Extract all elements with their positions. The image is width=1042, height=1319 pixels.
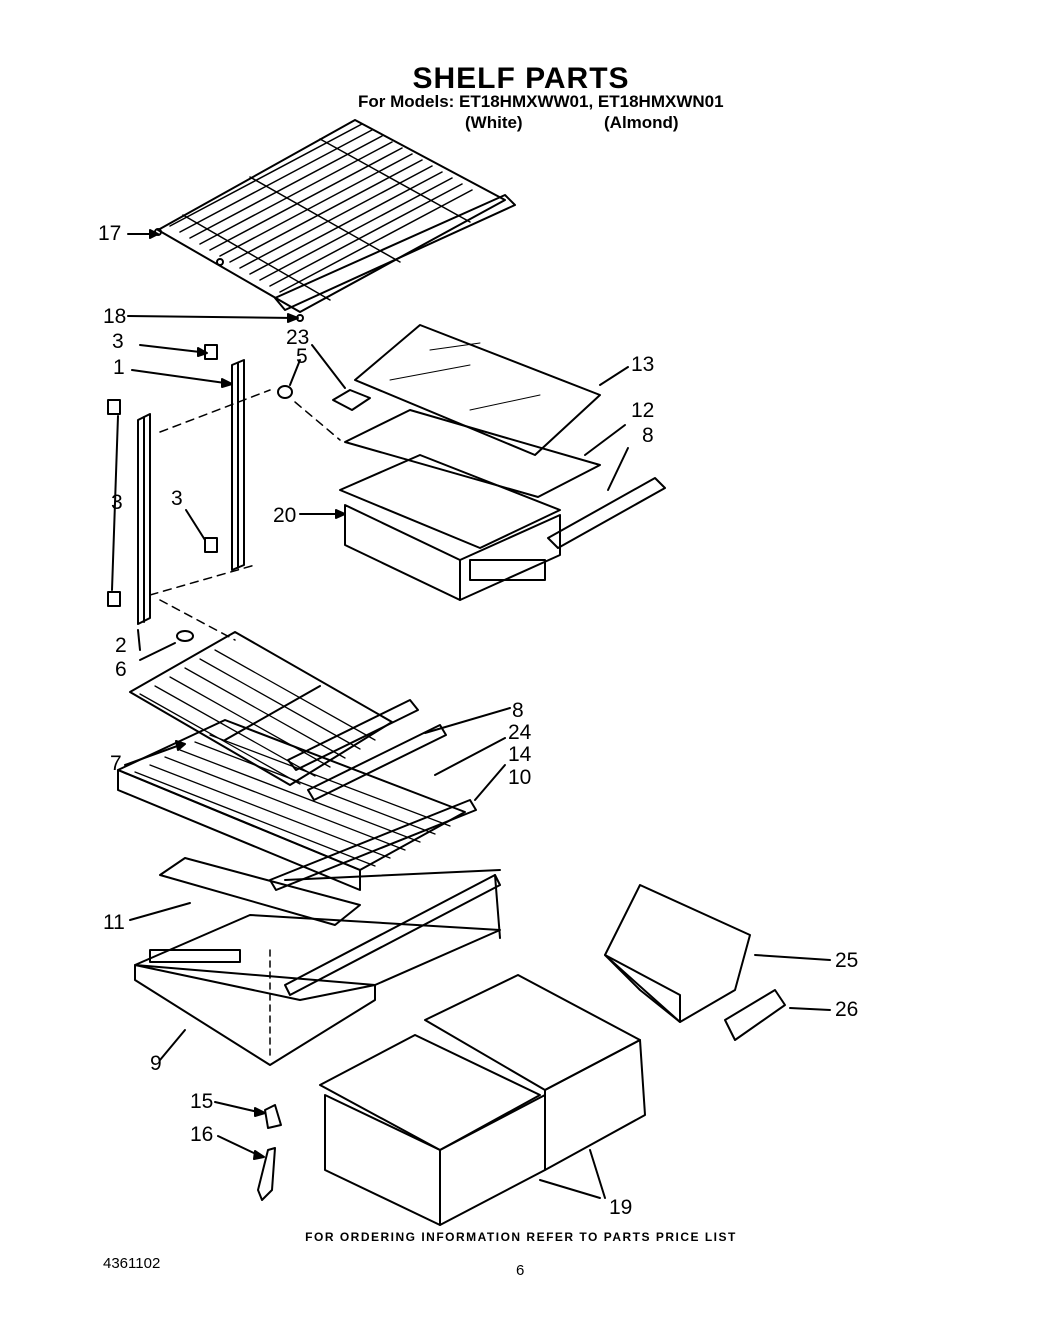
variant-almond: (Almond) [604,113,679,132]
callout-18: 18 [103,305,127,328]
callout-9: 9 [150,1052,162,1075]
callout-25: 25 [835,949,859,972]
part-11-glass [159,857,361,926]
part-5-plug [277,385,293,399]
callout-19: 19 [609,1196,633,1219]
page-number: 6 [516,1262,525,1279]
part-14-shelf [117,719,466,891]
part-24-bar [307,724,447,801]
callout-3b: 3 [111,491,123,514]
callout-24: 24 [508,721,532,744]
part-12-frame [344,409,601,498]
part-7-shelf [129,631,393,786]
part-9-frame [134,914,501,1066]
callout-13: 13 [631,353,655,376]
part-25-bin [604,884,751,1023]
callout-23: 23 [286,326,310,349]
part-13-glass-shelf [354,324,601,456]
part-8-bar [547,477,666,549]
callout-10: 10 [508,766,532,789]
part-3-clips [107,344,218,607]
callout-7: 7 [110,752,122,775]
callout-5: 5 [296,345,308,368]
part-2-rail [137,413,151,625]
callout-1: 1 [113,356,125,379]
callout-3c: 3 [171,487,183,510]
callout-14: 14 [508,743,532,766]
part-19-drawers [319,974,646,1226]
part-17-wire-shelf [154,119,516,322]
document-number: 4361102 [103,1255,161,1272]
part-20-drawer [339,454,561,601]
page-title: SHELF PARTS [412,62,630,95]
callout-20: 20 [273,504,297,527]
callout-6: 6 [115,658,127,681]
callout-3a: 3 [112,330,124,353]
part-6-plug [176,630,194,642]
models-line: For Models: ET18HMXWW01, ET18HMXWN01 [358,92,724,111]
callout-26: 26 [835,998,859,1021]
callout-8b: 8 [512,699,524,722]
part-23-trim [332,389,371,411]
variant-white: (White) [465,113,523,132]
callout-8a: 8 [642,424,654,447]
callout-12: 12 [631,399,655,422]
part-26-retainer [724,989,786,1041]
callout-11: 11 [103,911,125,934]
part-16-stem [257,1147,276,1201]
callout-2: 2 [115,634,127,657]
part-15-cap [264,1104,282,1129]
part-1-rail [231,359,245,571]
callout-16: 16 [190,1123,214,1146]
callout-17: 17 [98,222,122,245]
callout-15: 15 [190,1090,214,1113]
ordering-info-footer: FOR ORDERING INFORMATION REFER TO PARTS … [305,1230,737,1244]
part-10-bar [269,799,477,891]
